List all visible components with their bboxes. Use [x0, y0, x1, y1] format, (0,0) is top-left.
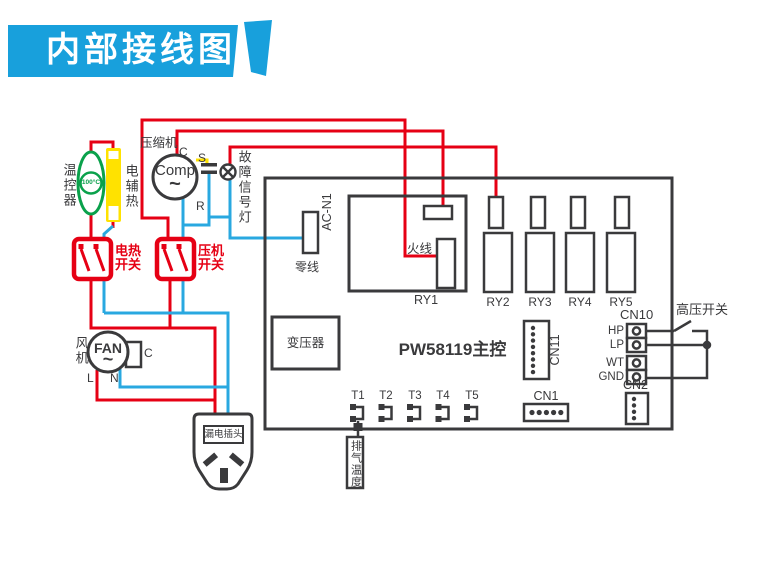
title-banner	[8, 20, 272, 77]
relay-label-ry3: RY3	[528, 295, 552, 309]
fan-text: FAN	[94, 340, 122, 356]
terminal-label-t1: T1	[351, 390, 365, 402]
t-terminals	[350, 404, 479, 422]
cn1-connector	[522, 402, 570, 423]
board-name: PW58119主控	[398, 340, 507, 359]
fan-terminal-n: N	[110, 371, 119, 385]
cn10-terminals	[625, 322, 648, 386]
terminal-label-t2: T2	[379, 390, 393, 402]
terminal-label-t5: T5	[465, 390, 479, 402]
thermostat-icon	[76, 150, 106, 216]
comp-switch-label-1: 压机	[198, 243, 225, 258]
aux-heater-label: 电辅热	[123, 164, 139, 209]
fan-wave-symbol: ~	[102, 349, 114, 369]
heat-switch-label-1: 电热	[115, 243, 142, 258]
neutral-label: 零线	[295, 260, 320, 274]
fan-terminal-l: L	[87, 371, 94, 385]
comp-switch-icon	[154, 236, 197, 282]
cn11-label: CN11	[548, 334, 562, 366]
plug-label: 漏电插头	[204, 429, 243, 440]
cn2-connector	[624, 391, 650, 426]
thermostat-rating: 100°C	[81, 179, 101, 186]
cn1-label: CN1	[533, 389, 559, 403]
fault-light-icon	[219, 163, 237, 181]
thermostat-label: 温控器	[61, 163, 77, 208]
compressor-label: 压缩机	[140, 136, 178, 150]
relay-label-ry1: RY1	[413, 293, 439, 307]
cn10-pin-gnd: GND	[598, 371, 624, 383]
live-label: 火线	[407, 242, 433, 256]
relay-label-ry5: RY5	[609, 295, 633, 309]
terminal-label-t4: T4	[436, 390, 450, 402]
compressor-terminal-s: S	[198, 151, 207, 165]
hp-switch-wiring	[646, 319, 712, 380]
relays-ry2-ry5	[482, 195, 637, 294]
compressor-wave-symbol: ~	[169, 173, 181, 195]
heat-switch-icon	[71, 236, 114, 282]
cn10-pin-wt: WT	[606, 357, 624, 369]
comp-switch-label-2: 开关	[198, 257, 225, 272]
compressor-terminal-c: C	[179, 145, 188, 159]
compressor-circle	[151, 153, 199, 201]
fan-label: 风机	[73, 336, 89, 366]
ac-n1-label: AC-N1	[320, 193, 334, 231]
fan-capacitor-label: C	[144, 346, 153, 360]
aux-heater-icon	[106, 148, 121, 222]
cn10-pin-hp: HP	[608, 325, 624, 337]
live-wires	[89, 118, 498, 414]
cn11-connector	[522, 319, 551, 381]
exhaust-sensor-tag	[345, 421, 365, 490]
terminal-label-t3: T3	[408, 390, 422, 402]
compressor-terminal-r: R	[196, 199, 205, 213]
transformer-label: 变压器	[286, 336, 325, 350]
exhaust-temp-label: 排气温度	[349, 440, 362, 488]
cn2-label: CN2	[623, 378, 649, 392]
fault-light-label: 故障信号灯	[236, 150, 252, 225]
page-title: 内部接线图	[46, 31, 236, 69]
heat-switch-label-2: 开关	[115, 257, 142, 272]
start-capacitor	[196, 158, 217, 174]
fan-icon	[86, 330, 143, 374]
banner-ribbon-fold	[244, 20, 272, 76]
transformer-box	[270, 315, 341, 371]
relay-label-ry4: RY4	[568, 295, 592, 309]
cn10-label: CN10	[620, 307, 654, 322]
relay-label-ry2: RY2	[486, 295, 510, 309]
compressor-text: Comp	[154, 162, 195, 179]
plug-icon	[192, 412, 254, 491]
relay-ry1	[347, 194, 468, 293]
cn10-pin-lp: LP	[609, 339, 624, 351]
main-board-outline	[263, 176, 674, 431]
hp-switch-label: 高压开关	[676, 302, 729, 317]
ac-n1-connector	[301, 210, 320, 255]
